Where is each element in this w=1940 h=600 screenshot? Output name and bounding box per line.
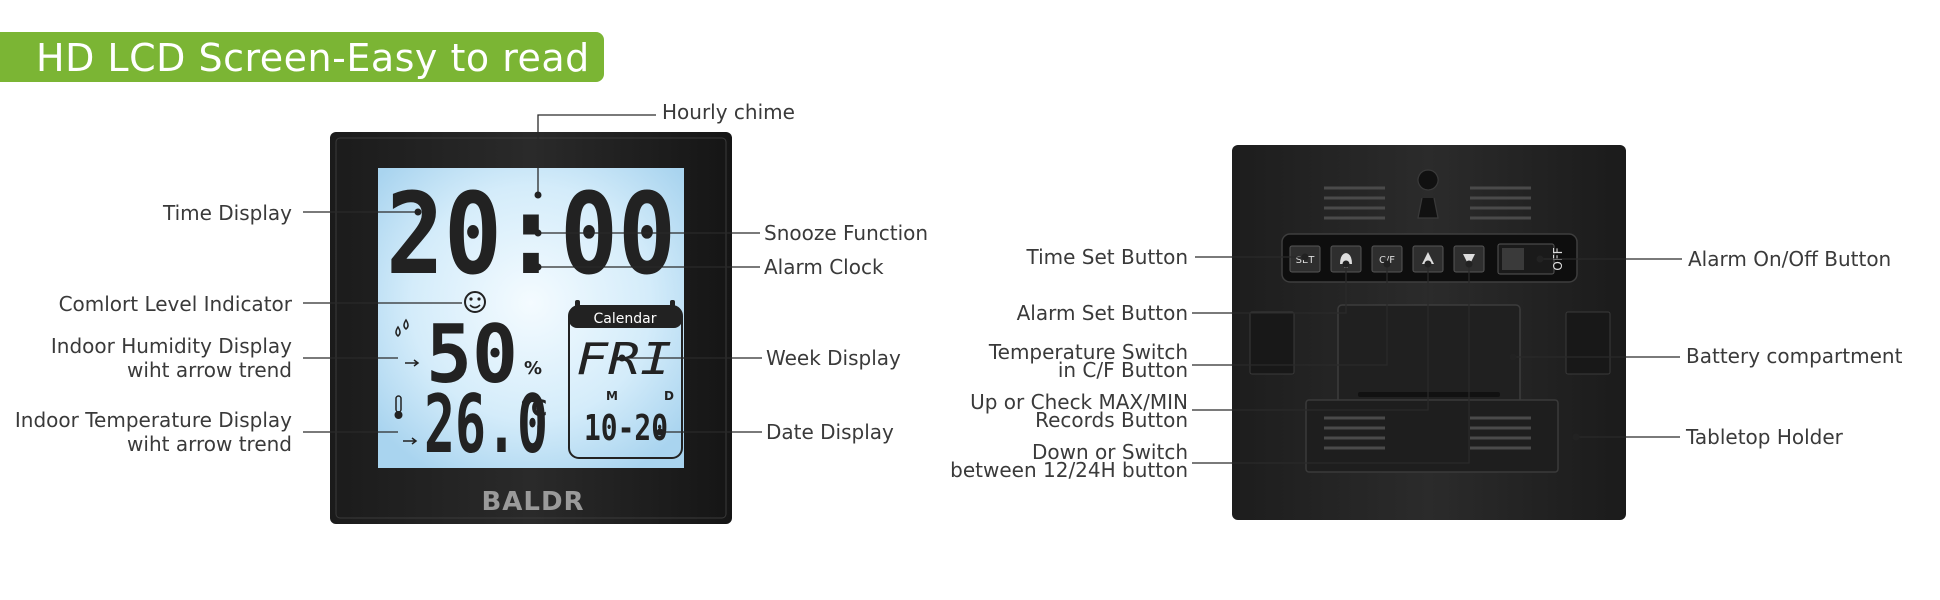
- up-button[interactable]: [1412, 245, 1444, 273]
- comfort-face-icon: [464, 291, 486, 313]
- triangle-up-icon: [1422, 252, 1434, 264]
- humidity-unit: %: [524, 358, 542, 379]
- month-letter: M: [606, 389, 618, 403]
- thermometer-icon: [394, 395, 403, 419]
- humidity-drop-icon: [395, 318, 409, 337]
- svg-text:C/F: C/F: [1379, 255, 1395, 266]
- tabletop-holder: [1305, 399, 1559, 473]
- temperature-value: 26.0: [424, 378, 548, 471]
- humidity-value: 50: [426, 308, 518, 401]
- front-leader-lines: [303, 114, 762, 436]
- alarm-switch[interactable]: OFF: [1497, 243, 1565, 275]
- humidity-trend-arrow-icon: [405, 359, 420, 367]
- label-comfort-indicator: Comlort Level Indicator: [58, 292, 292, 316]
- day-letter: D: [664, 389, 674, 403]
- label-humidity-display: Indoor Humidity Display wiht arrow trend: [50, 334, 292, 382]
- front-device: 20:00 50 % 26.0 °C F: [330, 132, 732, 524]
- label-down-button: Down or Switch between 12/24H button: [950, 440, 1188, 482]
- label-up-button: Up or Check MAX/MIN Records Button: [970, 390, 1188, 432]
- calendar-label: Calendar: [594, 311, 657, 327]
- triangle-down-icon: [1463, 254, 1475, 266]
- brand-logo: BALDR: [481, 487, 584, 517]
- temp-unit-fahrenheit: F: [536, 424, 546, 440]
- label-battery-compartment: Battery compartment: [1686, 344, 1903, 368]
- temp-unit-celsius: °C: [520, 397, 547, 422]
- banner-title: HD LCD Screen-Easy to read: [36, 36, 590, 80]
- label-temperature-display: Indoor Temperature Display wiht arrow tr…: [14, 408, 292, 456]
- label-alarm-clock: Alarm Clock: [764, 255, 884, 279]
- back-leader-lines: [1192, 253, 1682, 464]
- label-date-display: Date Display: [766, 420, 894, 444]
- title-banner: HD LCD Screen-Easy to read: [0, 32, 604, 82]
- label-time-display: Time Display: [162, 201, 292, 225]
- label-tabletop-holder: Tabletop Holder: [1686, 425, 1843, 449]
- temperature-trend-arrow-icon: [403, 437, 418, 445]
- label-hourly-chime: Hourly chime: [662, 100, 795, 124]
- label-alarm-onoff-button: Alarm On/Off Button: [1688, 247, 1892, 271]
- battery-compartment: [1337, 304, 1521, 406]
- time-digits: 20:00: [386, 170, 676, 300]
- date-display: 10-20: [584, 408, 668, 449]
- label-temperature-switch: Temperature Switch in C/F Button: [988, 340, 1188, 382]
- label-alarm-set-button: Alarm Set Button: [1016, 301, 1188, 325]
- svg-text:SET: SET: [1296, 255, 1316, 266]
- alarm-button[interactable]: [1330, 245, 1362, 273]
- label-time-set-button: Time Set Button: [1026, 245, 1189, 269]
- back-device: SET C/F OFF: [1232, 145, 1626, 520]
- label-snooze-function: Snooze Function: [764, 221, 929, 245]
- label-week-display: Week Display: [766, 346, 901, 370]
